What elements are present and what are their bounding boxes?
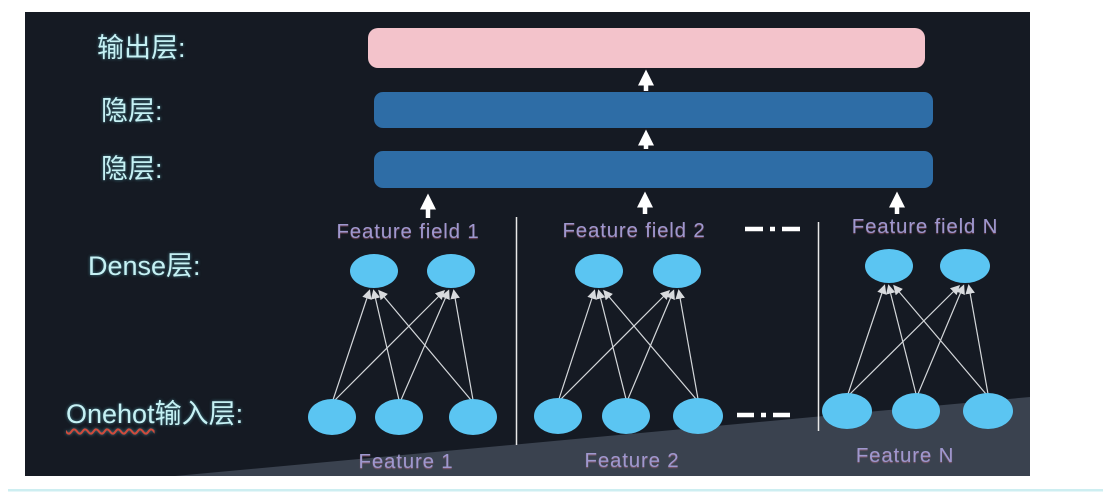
dense-node <box>940 249 990 283</box>
dense-node <box>865 249 913 283</box>
feature-group-2-connectors <box>558 289 699 400</box>
label-feature-field-1: Feature field 1 <box>336 220 480 243</box>
connector <box>885 284 917 395</box>
connector <box>595 289 627 400</box>
hidden-layer-bar-1 <box>374 92 933 128</box>
dense-node <box>575 254 623 288</box>
onehot-node <box>375 399 423 435</box>
label-onehot-input-layer: Onehot输入层: <box>66 399 243 430</box>
label-feature-2: Feature 2 <box>584 449 680 472</box>
connector <box>450 289 474 401</box>
hidden-layer-bar-2 <box>374 151 933 188</box>
connector <box>675 289 699 400</box>
connector <box>334 289 446 401</box>
onehot-node <box>963 393 1013 429</box>
floor-wedge <box>175 397 1030 476</box>
onehot-node <box>892 393 940 429</box>
bottom-rule <box>8 489 1103 492</box>
label-feature-field-2: Feature field 2 <box>562 219 706 242</box>
onehot-node <box>673 398 723 434</box>
onehot-node <box>602 398 650 434</box>
layer-arrows <box>419 69 906 218</box>
dense-node <box>653 254 701 288</box>
label-output-layer: 输出层: <box>97 33 186 63</box>
feature-group-1-connectors <box>332 289 474 401</box>
label-feature-n: Feature N <box>855 444 955 467</box>
onehot-node <box>534 398 582 434</box>
onehot-word-with-spellcheck-underline: Onehot <box>66 399 155 429</box>
label-feature-1: Feature 1 <box>358 450 454 473</box>
connector <box>560 289 671 400</box>
connector <box>332 289 372 401</box>
onehot-node <box>822 393 872 429</box>
connector <box>400 289 450 401</box>
onehot-layer-suffix: 输入层: <box>154 399 244 429</box>
connector <box>847 284 887 395</box>
label-feature-field-n: Feature field N <box>851 215 999 238</box>
connector <box>603 289 697 400</box>
connector <box>558 289 597 400</box>
label-dense-layer: Dense层: <box>88 251 201 281</box>
label-hidden-layer-2: 隐层: <box>101 154 163 184</box>
dense-node <box>350 254 398 288</box>
label-hidden-layer-1: 隐层: <box>101 96 163 126</box>
connector <box>893 284 987 395</box>
onehot-node <box>449 399 497 435</box>
onehot-node <box>308 399 356 435</box>
onehot-nodes <box>308 393 1013 435</box>
connector <box>849 284 961 395</box>
output-layer-bar <box>368 28 925 68</box>
feature-group-n-connectors <box>847 284 989 395</box>
connector <box>370 289 400 401</box>
dense-node <box>427 254 475 288</box>
connector <box>965 284 989 395</box>
dense-nodes <box>350 249 990 288</box>
connector <box>378 289 472 401</box>
